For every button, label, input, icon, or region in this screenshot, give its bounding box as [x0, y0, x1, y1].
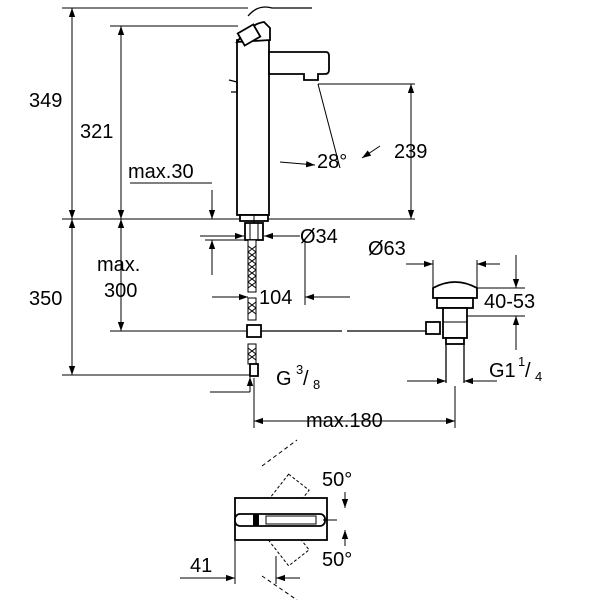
thread-g38-slash: / — [303, 368, 309, 390]
dim-max180-label: max.180 — [306, 410, 383, 432]
faucet-side-view — [229, 7, 329, 225]
thread-g114-label: G1 1 / 4 — [489, 354, 542, 384]
faucet-top-view — [235, 440, 337, 600]
thread-g38 — [210, 377, 250, 392]
thread-g114-slash: / — [525, 360, 531, 382]
dim-dia63-label: Ø63 — [368, 238, 406, 260]
dim-349-label: 349 — [29, 90, 62, 112]
dim-41-label: 41 — [190, 555, 212, 577]
dim-239-label: 239 — [394, 141, 427, 163]
thread-g114-prefix: G1 — [489, 360, 516, 382]
dim-350-label: 350 — [29, 288, 62, 310]
thread-g114-denominator: 4 — [535, 369, 542, 384]
dim-max-label: max. — [97, 254, 140, 276]
height-dimensions — [72, 8, 121, 375]
dim-max30-label: max.30 — [128, 161, 194, 183]
thread-g38-prefix: G — [276, 368, 292, 390]
thread-g38-label: G 3 / 8 — [276, 362, 320, 392]
dim-40-53-label: 40-53 — [484, 291, 535, 313]
dim-300-label: 300 — [104, 280, 137, 302]
dim-max30 — [130, 183, 244, 275]
dim-321-label: 321 — [80, 121, 113, 143]
angle-50-bottom-label: 50° — [322, 549, 352, 571]
angle-28-label: 28° — [317, 151, 347, 173]
dim-dia34-label: Ø34 — [300, 226, 338, 248]
angle-50-top-label: 50° — [322, 469, 352, 491]
thread-g38-denominator: 8 — [313, 377, 320, 392]
drain-assembly — [426, 282, 477, 383]
dim-104-label: 104 — [259, 287, 292, 309]
